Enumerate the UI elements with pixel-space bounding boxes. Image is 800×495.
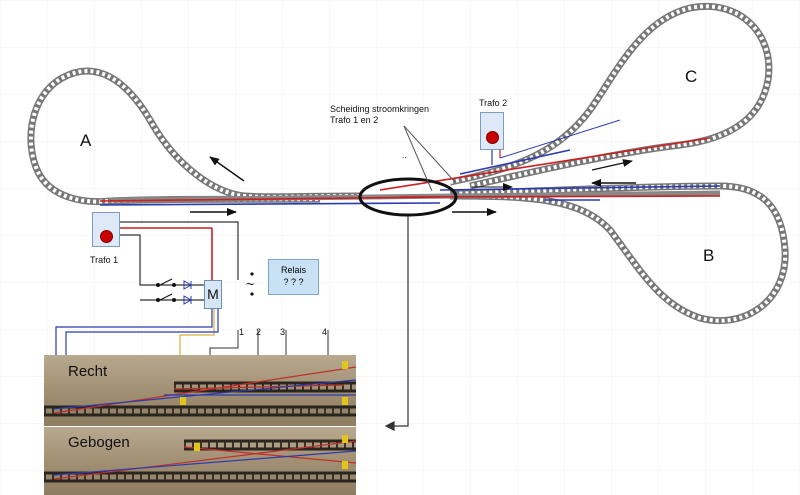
trafo2-knob-icon [486, 131, 499, 144]
direction-arrows [190, 156, 636, 216]
trafo2-box [480, 112, 504, 150]
separation-text-line2: Trafo 1 en 2 [330, 115, 379, 125]
photo-recht-track [44, 361, 356, 417]
photo-gebogen-label: Gebogen [68, 434, 130, 451]
photo-recht-label: Recht [68, 363, 108, 380]
ac-terminals [250, 272, 254, 296]
marker-4: 4 [322, 327, 328, 337]
trafo2-label: Trafo 2 [479, 98, 508, 108]
separation-text-line1: Scheiding stroomkringen [330, 104, 430, 114]
separation-ellipse [358, 177, 458, 217]
relais-question: ? ? ? [283, 277, 304, 287]
trafo1-knob-icon [100, 230, 113, 243]
wires-blue [99, 119, 721, 206]
marker-3: 3 [280, 327, 286, 337]
relais-label: Relais [280, 265, 306, 275]
photo-recht: Recht [44, 355, 356, 426]
loop-c-label: C [685, 67, 698, 86]
separation-dots: .. [402, 151, 407, 160]
diode-icon [183, 280, 193, 305]
motor-box: M [204, 280, 222, 309]
photo-gebogen: Gebogen [44, 427, 356, 495]
ac-icon: ~ [246, 276, 255, 292]
photo-gebogen-track [44, 435, 356, 483]
marker-2: 2 [256, 327, 262, 337]
separation-pointer-lines [403, 125, 456, 192]
marker-1: 1 [239, 327, 245, 337]
relais-box: Relais ? ? ? [268, 259, 319, 295]
loop-a-label: A [80, 131, 92, 150]
pointer-to-photo [384, 216, 409, 431]
track-loop-c [449, 3, 773, 190]
switch-icon [156, 278, 176, 302]
trafo1-box [92, 212, 120, 247]
arrow-icon [209, 156, 245, 182]
wires-red [99, 137, 721, 280]
loop-b-label: B [703, 246, 715, 265]
arrow-icon [591, 159, 633, 171]
trafo1-label: Trafo 1 [90, 255, 119, 265]
